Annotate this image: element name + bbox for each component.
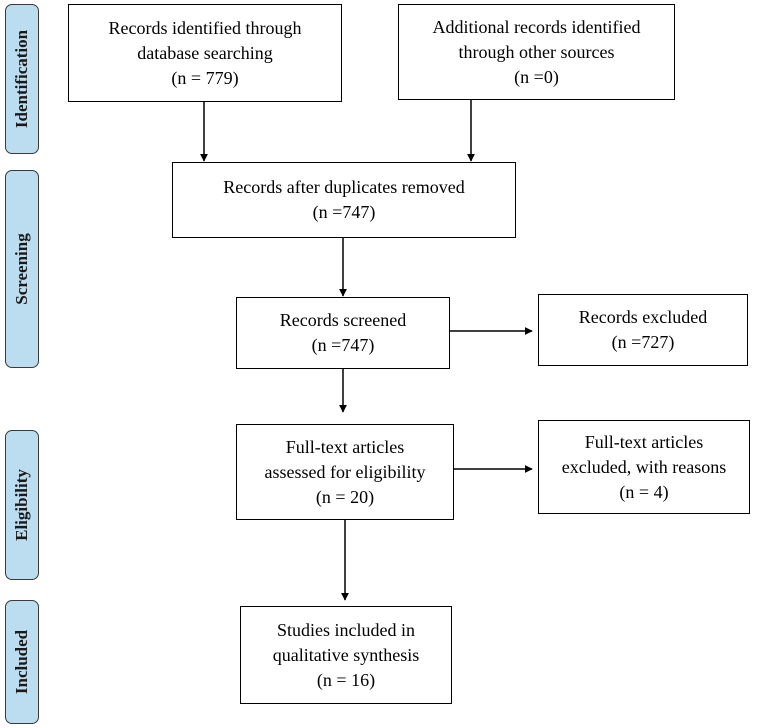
full-text-excluded-line2: excluded, with reasons [561, 456, 727, 477]
duplicates-removed-count: (n =747) [312, 202, 376, 222]
stage-included: Included [5, 600, 39, 724]
stage-identification: Identification [5, 4, 39, 154]
studies-included-line2: qualitative synthesis [272, 644, 420, 665]
studies-included-count: (n = 16) [316, 669, 376, 690]
full-text-assessed-box: Full-text articles assessed for eligibil… [236, 424, 454, 520]
studies-included-box: Studies included in qualitative synthesi… [240, 606, 452, 704]
stage-screening: Screening [5, 170, 39, 368]
additional-records-box: Additional records identified through ot… [398, 4, 675, 100]
full-text-assessed-line1: Full-text articles [285, 436, 405, 457]
full-text-assessed-count: (n = 20) [315, 486, 375, 507]
additional-records-line2: through other sources [458, 41, 615, 62]
records-identified-database-line1: Records identified through [108, 17, 302, 38]
full-text-excluded-count: (n = 4) [619, 481, 669, 502]
records-screened-line1: Records screened [279, 310, 407, 330]
additional-records-line1: Additional records identified [432, 16, 641, 37]
stage-eligibility: Eligibility [5, 430, 39, 580]
duplicates-removed-box: Records after duplicates removed (n =747… [172, 162, 516, 238]
records-identified-database-count: (n = 779) [171, 67, 239, 88]
records-excluded-line1: Records excluded [578, 307, 708, 327]
records-identified-database-box: Records identified through database sear… [68, 4, 342, 102]
additional-records-count: (n =0) [514, 66, 559, 87]
full-text-assessed-line2: assessed for eligibility [264, 461, 426, 482]
records-screened-box: Records screened (n =747) [236, 297, 450, 369]
full-text-excluded-box: Full-text articles excluded, with reason… [538, 420, 750, 514]
full-text-excluded-line1: Full-text articles [584, 431, 704, 452]
duplicates-removed-line1: Records after duplicates removed [223, 177, 465, 197]
records-identified-database-line2: database searching [137, 42, 273, 63]
records-excluded-count: (n =727) [611, 332, 675, 352]
studies-included-line1: Studies included in [277, 619, 415, 640]
records-excluded-box: Records excluded (n =727) [538, 294, 748, 366]
records-screened-count: (n =747) [311, 335, 375, 355]
